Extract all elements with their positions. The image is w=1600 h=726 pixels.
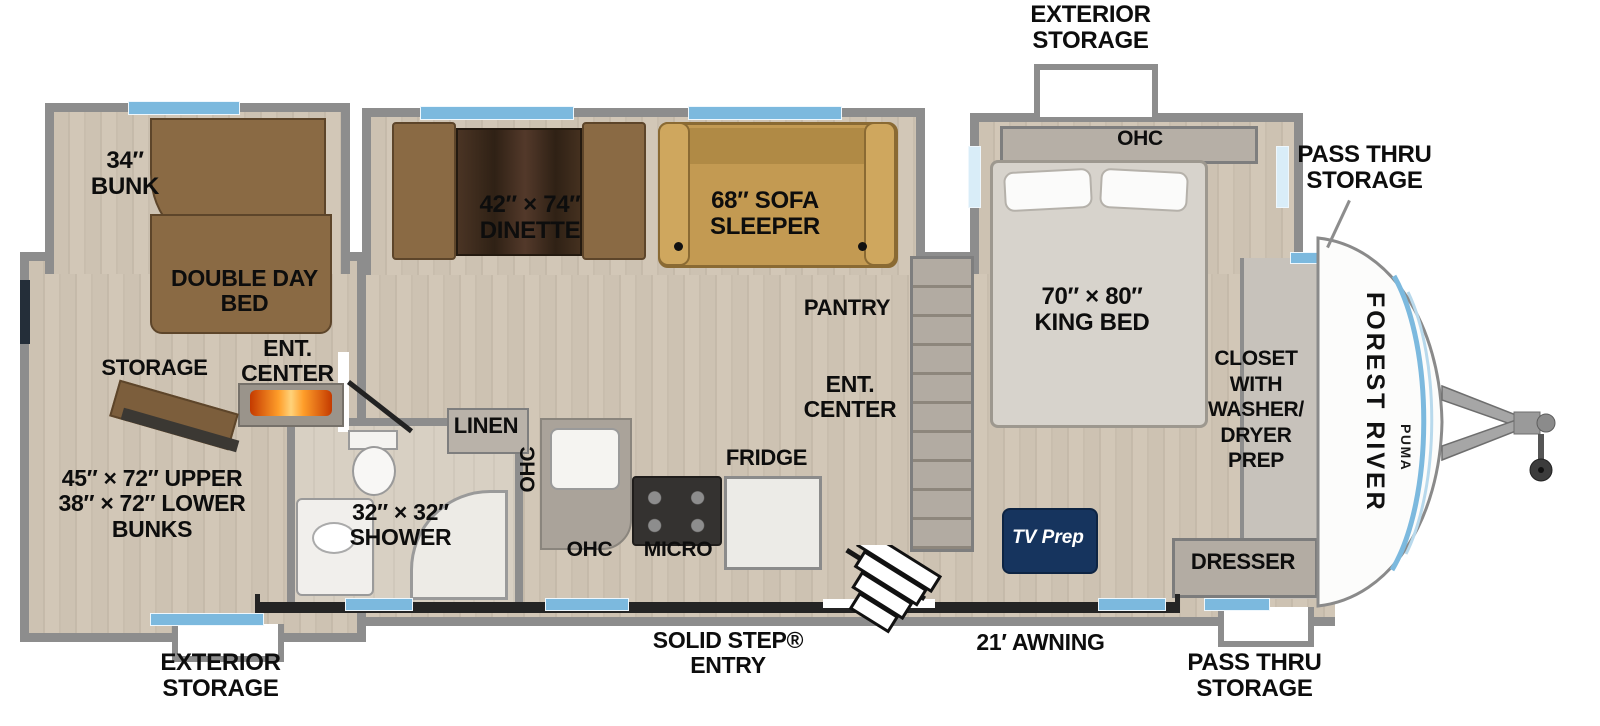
window-bathroom-bottom — [345, 598, 413, 611]
hitch-coupler — [1536, 413, 1556, 433]
sofa-back-cushion — [668, 128, 882, 164]
kitchen-sink — [550, 428, 620, 490]
label-pantry: PANTRY — [803, 295, 891, 320]
label-solid-step-entry: SOLID STEP® ENTRY — [652, 627, 804, 679]
toilet-bowl — [352, 446, 396, 496]
sofa-cupholder-right — [858, 242, 867, 251]
hitch-tongue — [1513, 411, 1541, 435]
label-double-day-bed: DOUBLE DAY BED — [171, 265, 318, 317]
label-tv-prep: TV Prep — [1012, 527, 1084, 548]
dresser — [1172, 538, 1318, 598]
label-storage: STORAGE — [101, 355, 208, 380]
exterior-storage-compartment-bottom — [172, 624, 284, 662]
awning-bracket-left — [255, 594, 260, 613]
stove-cooktop — [632, 476, 722, 546]
dinette-table — [456, 128, 582, 256]
double-day-bed — [150, 214, 332, 334]
label-ohc-kitchen: OHC — [566, 538, 613, 561]
window-rear-bunk-top — [128, 101, 240, 115]
entry-steps — [848, 545, 943, 634]
label-dinette: 42″ × 74″ DINETTE — [479, 191, 581, 245]
window-dinette — [420, 106, 574, 120]
sofa-armrest-right — [864, 122, 896, 266]
vanity-sink — [312, 522, 356, 554]
pass-thru-storage-compartment-bottom — [1218, 607, 1314, 647]
window-sofa — [688, 106, 842, 120]
fridge — [724, 476, 822, 570]
label-ent-center-rear: ENT. CENTER — [241, 335, 334, 387]
label-ent-center-main: ENT. CENTER — [803, 371, 897, 423]
label-pass-thru-top: PASS THRU STORAGE — [1297, 141, 1432, 195]
pillow-left — [1003, 167, 1093, 213]
label-king-bed: 70″ × 80″ KING BED — [1034, 283, 1150, 337]
hitch-jack-post — [1538, 434, 1544, 464]
label-awning: 21′ AWNING — [976, 629, 1105, 655]
window-rear-bottom — [150, 613, 264, 626]
hitch-bar-bottom — [1441, 418, 1517, 462]
dinette-bench-right — [582, 122, 646, 260]
awning-rail — [255, 602, 1180, 613]
label-exterior-storage-top: EXTERIOR STORAGE — [1030, 1, 1151, 55]
linen-cabinet — [447, 408, 529, 454]
brand-puma: PUMA — [1398, 424, 1414, 472]
brand-forest-river: FOREST RIVER — [1361, 292, 1389, 513]
fireplace — [250, 390, 332, 416]
label-micro: MICRO — [643, 538, 713, 561]
window-rear-left-dark — [20, 280, 30, 344]
label-pass-thru-bottom: PASS THRU STORAGE — [1187, 649, 1322, 703]
hitch-bar-top — [1441, 384, 1517, 428]
window-kitchen-bottom — [545, 598, 629, 611]
label-bunks: 45″ × 72″ UPPER 38″ × 72″ LOWER BUNKS — [58, 465, 246, 542]
label-sofa-sleeper: 68″ SOFA SLEEPER — [710, 187, 820, 241]
sofa-cupholder-left — [674, 242, 683, 251]
window-king-left — [968, 146, 981, 208]
label-exterior-storage-bottom: EXTERIOR STORAGE — [160, 649, 281, 703]
tv-prep-panel — [1002, 508, 1098, 574]
label-shower: 32″ × 32″ SHOWER — [349, 499, 452, 551]
cap-accent-stripe-inner — [1404, 291, 1434, 555]
label-closet: CLOSET WITH WASHER/ DRYER PREP — [1208, 347, 1304, 473]
window-dresser-bottom — [1204, 598, 1270, 611]
exterior-storage-compartment-top — [1034, 64, 1158, 117]
label-ohc-bedroom: OHC — [1117, 127, 1163, 150]
hitch-jack-hub — [1538, 467, 1544, 473]
window-bedroom-bottom — [1098, 598, 1166, 611]
label-ohc-kitchen-wall: OHC — [516, 446, 540, 493]
window-king-right — [1276, 146, 1289, 208]
label-bunk-34: 34″ BUNK — [90, 147, 160, 201]
dinette-bench-left — [392, 122, 456, 260]
front-cap-and-hitch — [1316, 236, 1556, 608]
label-fridge: FRIDGE — [725, 445, 808, 470]
sofa-armrest-left — [658, 122, 690, 266]
label-linen: LINEN — [453, 413, 519, 438]
pantry-ent-center-cabinet — [910, 256, 974, 552]
label-dresser: DRESSER — [1190, 549, 1296, 574]
pillow-right — [1099, 167, 1189, 213]
awning-bracket-right — [1175, 594, 1180, 613]
cap-accent-stripe-outer — [1389, 274, 1427, 572]
